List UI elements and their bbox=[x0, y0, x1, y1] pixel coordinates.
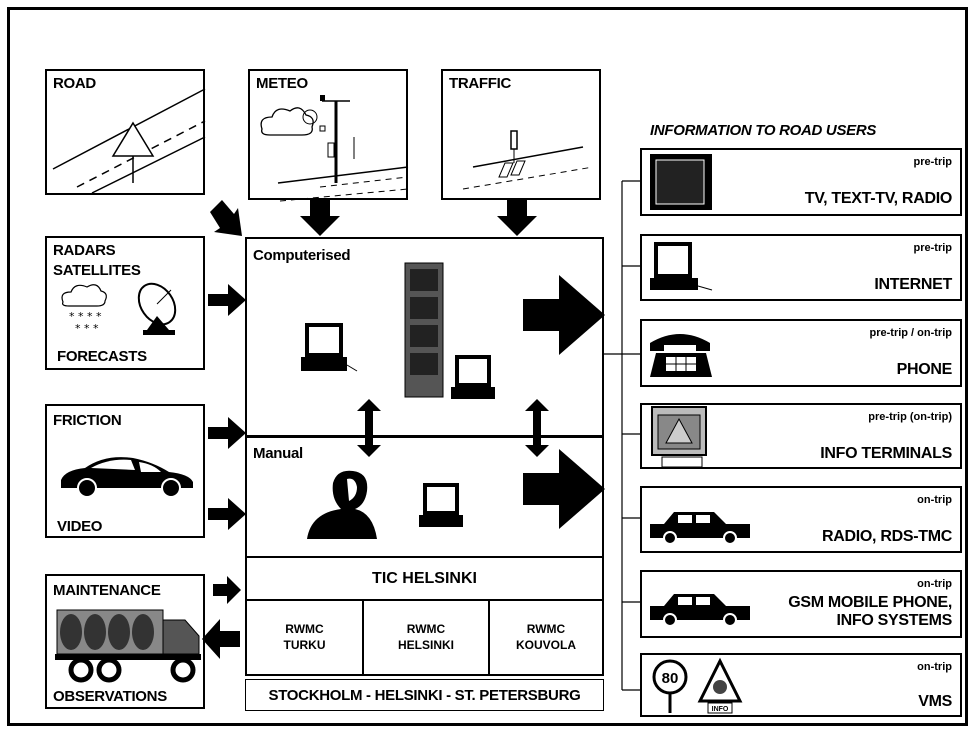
info-title: INFORMATION TO ROAD USERS bbox=[650, 122, 876, 139]
channel-label: TV, TEXT-TV, RADIO bbox=[805, 190, 952, 207]
channel-label: INFO TERMINALS bbox=[820, 445, 952, 462]
speed-sign-icon: 80 bbox=[652, 655, 692, 719]
channel-tag: pre-trip (on-trip) bbox=[868, 411, 952, 423]
video-label: VIDEO bbox=[57, 518, 102, 535]
computer-icon bbox=[642, 236, 722, 303]
channel-tag: on-trip bbox=[917, 494, 952, 506]
car-icon bbox=[642, 488, 762, 555]
channel-label: RADIO, RDS-TMC bbox=[822, 528, 952, 545]
channel-phone-box: pre-trip / on-trip PHONE bbox=[640, 319, 962, 387]
channel-tag: on-trip bbox=[917, 661, 952, 673]
channel-tv-box: pre-trip TV, TEXT-TV, RADIO bbox=[640, 148, 962, 216]
channel-label: INTERNET bbox=[874, 276, 952, 293]
traffic-sensor-illustration bbox=[443, 71, 603, 202]
channel-internet-box: pre-trip INTERNET bbox=[640, 234, 962, 301]
channel-label-1: GSM MOBILE PHONE, bbox=[788, 594, 952, 611]
forecasts-label: FORECASTS bbox=[57, 348, 147, 365]
channel-tag: pre-trip bbox=[914, 156, 953, 168]
channel-radio-box: on-trip RADIO, RDS-TMC bbox=[640, 486, 962, 553]
channel-tag: pre-trip / on-trip bbox=[870, 327, 953, 339]
corridor-box: STOCKHOLM - HELSINKI - ST. PETERSBURG bbox=[245, 679, 604, 711]
car-icon bbox=[642, 572, 762, 640]
weather-station-illustration bbox=[250, 71, 410, 202]
maintenance-box: MAINTENANCE OBSERVATIONS bbox=[45, 574, 205, 709]
channel-vms-box: on-trip VMS 80 INFO bbox=[640, 653, 962, 717]
observations-label: OBSERVATIONS bbox=[53, 688, 167, 705]
computers-illustration bbox=[247, 239, 602, 556]
radars-box: RADARS SATELLITES * * * * * * * FORECAST… bbox=[45, 236, 205, 370]
speed-sign-value: 80 bbox=[662, 670, 679, 687]
channel-tag: on-trip bbox=[917, 578, 952, 590]
channel-terminals-box: pre-trip (on-trip) INFO TERMINALS bbox=[640, 403, 962, 469]
tic-label: TIC HELSINKI bbox=[372, 570, 477, 588]
tv-icon bbox=[642, 150, 722, 218]
meteo-box: METEO bbox=[248, 69, 408, 200]
channel-label-2: INFO SYSTEMS bbox=[836, 612, 952, 629]
channel-gsm-box: on-trip GSM MOBILE PHONE, INFO SYSTEMS bbox=[640, 570, 962, 638]
info-terminal-icon bbox=[642, 405, 722, 471]
channel-tag: pre-trip bbox=[914, 242, 953, 254]
channel-label: VMS bbox=[918, 693, 952, 710]
corridor-label: STOCKHOLM - HELSINKI - ST. PETERSBURG bbox=[269, 687, 581, 704]
tic-row: TIC HELSINKI bbox=[247, 556, 602, 601]
traffic-box: TRAFFIC bbox=[441, 69, 601, 200]
channel-label: PHONE bbox=[897, 361, 952, 378]
info-sign-text: INFO bbox=[712, 706, 729, 713]
svg-text:* * *: * * * bbox=[75, 322, 99, 335]
phone-icon bbox=[642, 321, 722, 389]
info-sign-icon: INFO bbox=[698, 655, 748, 719]
road-box: ROAD bbox=[45, 69, 205, 195]
road-warning-illustration bbox=[47, 71, 207, 197]
friction-box: FRICTION VIDEO bbox=[45, 404, 205, 538]
